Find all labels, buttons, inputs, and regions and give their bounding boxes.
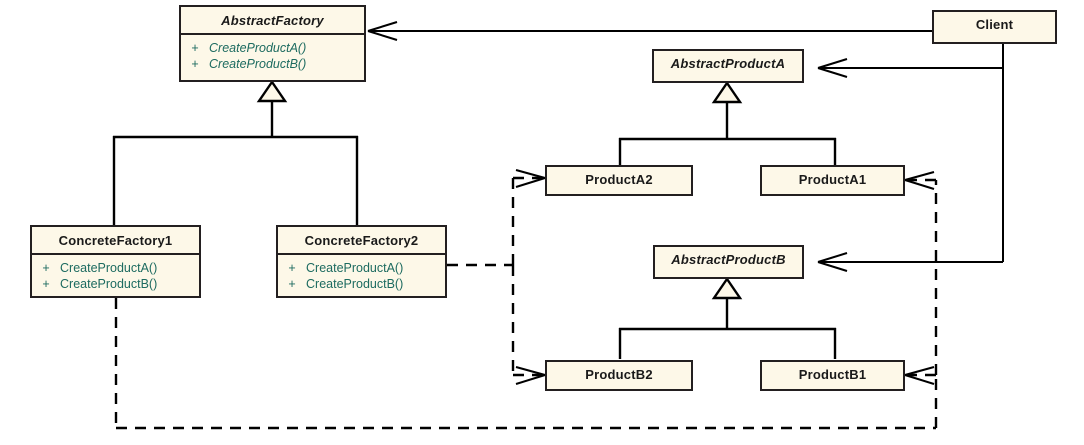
class-box-abstract-product-a[interactable]: AbstractProductA (652, 49, 804, 83)
class-name-product-a2: ProductA2 (585, 172, 653, 187)
class-name-product-b1: ProductB1 (798, 367, 867, 382)
class-name-abstract-product-a: AbstractProductA (670, 56, 786, 71)
generalization-productb-to-abstractproductb (618, 276, 837, 359)
class-box-abstract-factory[interactable]: AbstractFactory + CreateProductA() + Cre… (179, 5, 366, 82)
dependency-arrowheads-product2 (515, 169, 546, 385)
visibility-marker: + (288, 261, 296, 275)
visibility-marker: + (42, 261, 50, 275)
visibility-marker: + (191, 57, 199, 71)
dependency-concretefactory1-to-product1 (114, 178, 938, 430)
member-name: CreateProductB() (306, 277, 404, 291)
member-name: CreateProductA() (60, 261, 158, 275)
class-name-concrete-factory-2: ConcreteFactory2 (304, 233, 419, 248)
compartment-separator (32, 253, 199, 255)
class-name-abstract-factory: AbstractFactory (221, 13, 324, 28)
member-row: + CreateProductA() (278, 260, 445, 276)
member-name: CreateProductB() (60, 277, 158, 291)
class-box-abstract-product-b[interactable]: AbstractProductB (653, 245, 804, 279)
class-box-product-b1[interactable]: ProductB1 (760, 360, 905, 391)
dependency-arrowheads-product1 (904, 171, 935, 385)
class-box-client[interactable]: Client (932, 10, 1057, 44)
class-name-client: Client (975, 17, 1014, 32)
visibility-marker: + (191, 41, 199, 55)
class-name-abstract-product-b: AbstractProductB (671, 252, 786, 267)
compartment-separator (181, 33, 364, 35)
member-row: + CreateProductA() (181, 40, 364, 56)
association-client-to-abstractproducta (817, 43, 1004, 78)
member-name: CreateProductB() (209, 57, 307, 71)
class-name-product-b2: ProductB2 (585, 367, 653, 382)
generalization-concretefactories-to-abstractfactory (112, 79, 359, 225)
members-compartment-concrete-factory-2: + CreateProductA() + CreateProductB() (278, 255, 445, 297)
compartment-separator (278, 253, 445, 255)
association-client-to-abstractproductb (817, 43, 1004, 272)
visibility-marker: + (288, 277, 296, 291)
class-box-product-b2[interactable]: ProductB2 (545, 360, 693, 391)
class-box-product-a2[interactable]: ProductA2 (545, 165, 693, 196)
visibility-marker: + (42, 277, 50, 291)
class-box-concrete-factory-1[interactable]: ConcreteFactory1 + CreateProductA() + Cr… (30, 225, 201, 298)
member-name: CreateProductA() (209, 41, 307, 55)
class-box-product-a1[interactable]: ProductA1 (760, 165, 905, 196)
class-name-concrete-factory-1: ConcreteFactory1 (58, 233, 173, 248)
members-compartment-concrete-factory-1: + CreateProductA() + CreateProductB() (32, 255, 199, 297)
class-name-product-a1: ProductA1 (798, 172, 867, 187)
member-row: + CreateProductB() (181, 56, 364, 72)
member-row: + CreateProductA() (32, 260, 199, 276)
member-row: + CreateProductB() (278, 276, 445, 292)
member-row: + CreateProductB() (32, 276, 199, 292)
dependency-concretefactory2-to-product2 (447, 176, 545, 377)
generalization-producta-to-abstractproducta (618, 80, 837, 168)
association-client-to-abstractfactory (367, 21, 932, 41)
class-box-concrete-factory-2[interactable]: ConcreteFactory2 + CreateProductA() + Cr… (276, 225, 447, 298)
member-name: CreateProductA() (306, 261, 404, 275)
members-compartment-abstract-factory: + CreateProductA() + CreateProductB() (181, 35, 364, 77)
